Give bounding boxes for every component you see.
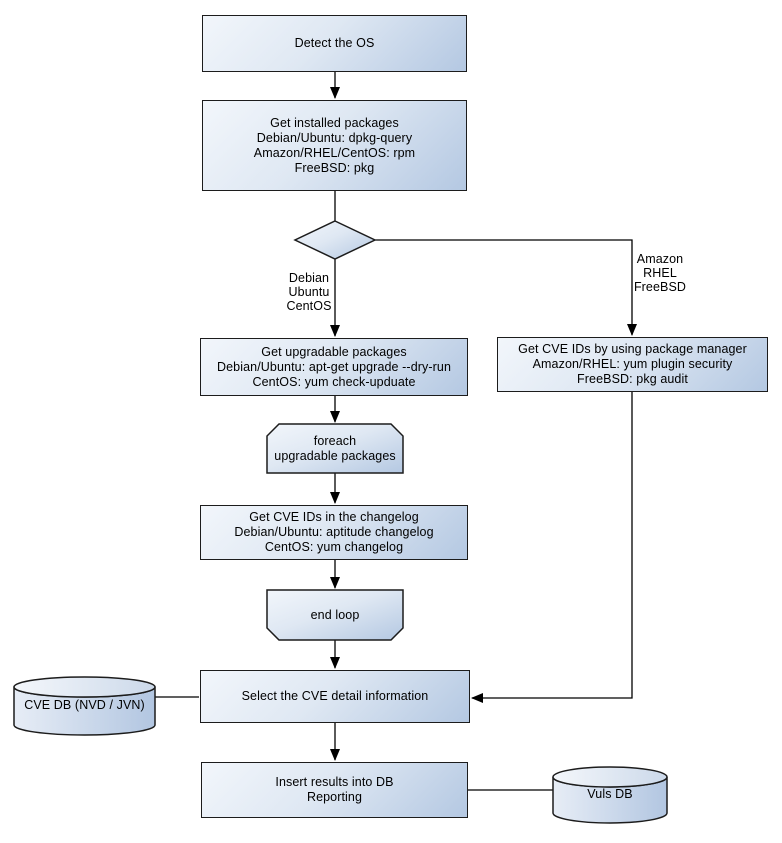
cve-db-cylinder-label-box: CVE DB (NVD / JVN): [14, 692, 155, 718]
cve-db-cylinder: [13, 676, 156, 736]
node-foreach-loop: foreach upgradable packages: [267, 424, 403, 473]
node-end-loop: end loop: [267, 590, 403, 640]
os-decision-diamond: [293, 220, 377, 260]
node-get-cve-by-pkg-manager-label: Get CVE IDs by using package manager Ama…: [518, 342, 747, 386]
node-get-installed-packages-label: Get installed packages Debian/Ubuntu: dp…: [253, 115, 416, 175]
node-get-cve-in-changelog: Get CVE IDs in the changelog Debian/Ubun…: [200, 505, 468, 560]
node-foreach-loop-label: foreach upgradable packages: [274, 433, 396, 463]
edge-label-right-branch: Amazon RHEL FreeBSD: [633, 252, 687, 294]
node-get-installed-packages: Get installed packages Debian/Ubuntu: dp…: [202, 100, 467, 191]
node-get-upgradable-packages-label: Get upgradable packages Debian/Ubuntu: a…: [217, 344, 451, 389]
node-select-cve-detail-label: Select the CVE detail information: [241, 689, 429, 703]
node-insert-results-label: Insert results into DB Reporting: [275, 775, 394, 804]
node-end-loop-label: end loop: [310, 607, 360, 622]
loop-start-shape: [266, 423, 404, 474]
vuls-db-cylinder: [552, 766, 668, 824]
node-detect-os: Detect the OS: [202, 15, 467, 72]
edge-label-left-branch: Debian Ubuntu CentOS: [286, 271, 332, 313]
loop-end-shape: [266, 589, 404, 641]
connector-pkg-manager-to-select: [471, 392, 633, 703]
node-get-upgradable-packages: Get upgradable packages Debian/Ubuntu: a…: [200, 338, 468, 396]
connector-decision-to-pkg-manager: [375, 239, 637, 336]
node-select-cve-detail: Select the CVE detail information: [200, 670, 470, 723]
vuls-db-cylinder-label-box: Vuls DB: [553, 781, 667, 807]
node-insert-results: Insert results into DB Reporting: [201, 762, 468, 818]
cve-db-cylinder-label: CVE DB (NVD / JVN): [24, 697, 145, 712]
node-get-cve-by-pkg-manager: Get CVE IDs by using package manager Ama…: [497, 337, 768, 392]
vuls-db-cylinder-label: Vuls DB: [587, 786, 633, 801]
node-get-cve-in-changelog-label: Get CVE IDs in the changelog Debian/Ubun…: [234, 510, 434, 554]
node-detect-os-label: Detect the OS: [294, 36, 375, 50]
